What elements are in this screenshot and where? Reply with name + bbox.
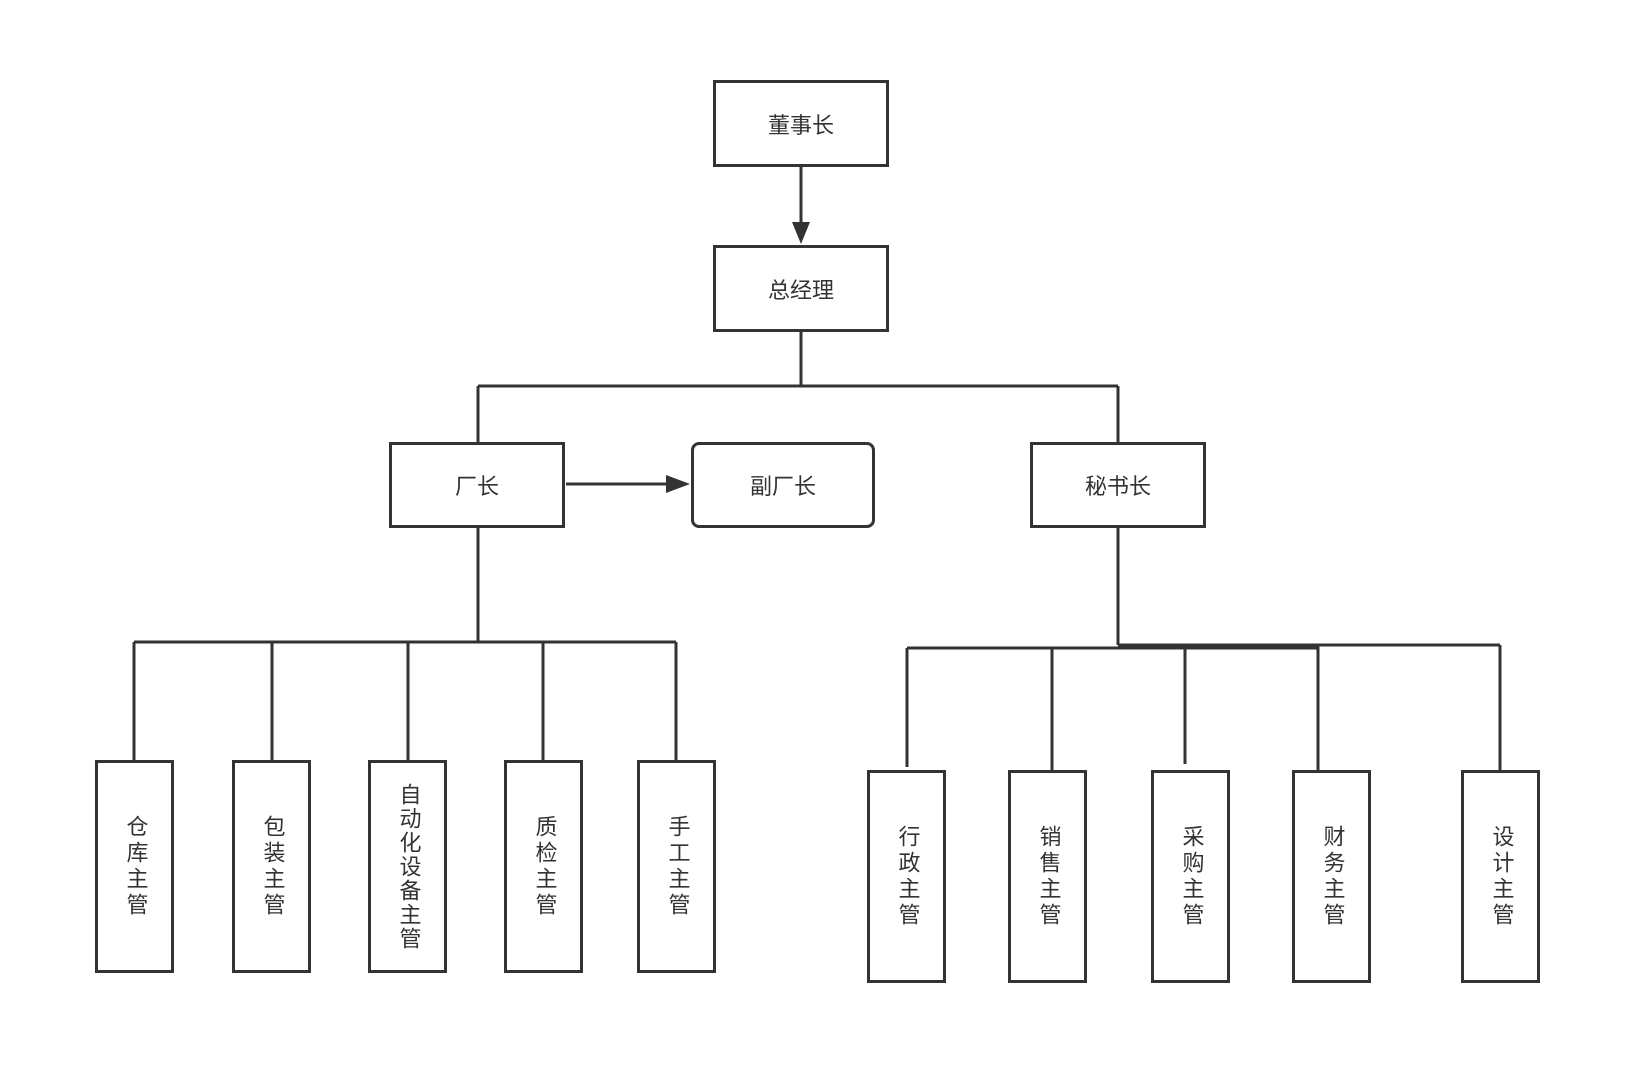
node-sales-supervisor-label: 销售主管 [1035, 824, 1061, 929]
arrowhead-right [666, 475, 690, 493]
node-design-supervisor-label: 设计主管 [1488, 824, 1514, 929]
node-administration-supervisor-label: 行政主管 [894, 824, 920, 929]
node-general-manager-label: 总经理 [767, 278, 834, 304]
arrowhead-down [792, 222, 810, 244]
node-purchasing-supervisor-label: 采购主管 [1178, 824, 1204, 929]
node-secretary-general-label: 秘书长 [1084, 475, 1151, 500]
node-purchasing-supervisor: 采购主管 [1151, 770, 1230, 983]
node-chairman-label: 董事长 [767, 113, 834, 139]
node-deputy-factory-director-label: 副厂长 [749, 475, 816, 500]
node-manual-work-supervisor-label: 手工主管 [664, 814, 690, 919]
node-administration-supervisor: 行政主管 [867, 770, 946, 983]
node-packaging-supervisor: 包装主管 [232, 760, 311, 973]
node-automation-equipment-supervisor-label: 自动化设备主管 [395, 782, 421, 951]
node-finance-supervisor-label: 财务主管 [1319, 824, 1345, 929]
node-finance-supervisor: 财务主管 [1292, 770, 1371, 983]
node-design-supervisor: 设计主管 [1461, 770, 1540, 983]
node-deputy-factory-director: 副厂长 [691, 442, 875, 528]
node-quality-inspection-supervisor-label: 质检主管 [531, 814, 557, 919]
node-automation-equipment-supervisor: 自动化设备主管 [368, 760, 447, 973]
node-factory-director-label: 厂长 [454, 475, 499, 500]
node-warehouse-supervisor: 仓库主管 [95, 760, 174, 973]
node-chairman: 董事长 [713, 80, 889, 167]
node-sales-supervisor: 销售主管 [1008, 770, 1087, 983]
node-warehouse-supervisor-label: 仓库主管 [122, 814, 148, 919]
node-manual-work-supervisor: 手工主管 [637, 760, 716, 973]
node-general-manager: 总经理 [713, 245, 889, 332]
node-factory-director: 厂长 [389, 442, 565, 528]
node-secretary-general: 秘书长 [1030, 442, 1206, 528]
node-packaging-supervisor-label: 包装主管 [259, 814, 285, 919]
node-quality-inspection-supervisor: 质检主管 [504, 760, 583, 973]
